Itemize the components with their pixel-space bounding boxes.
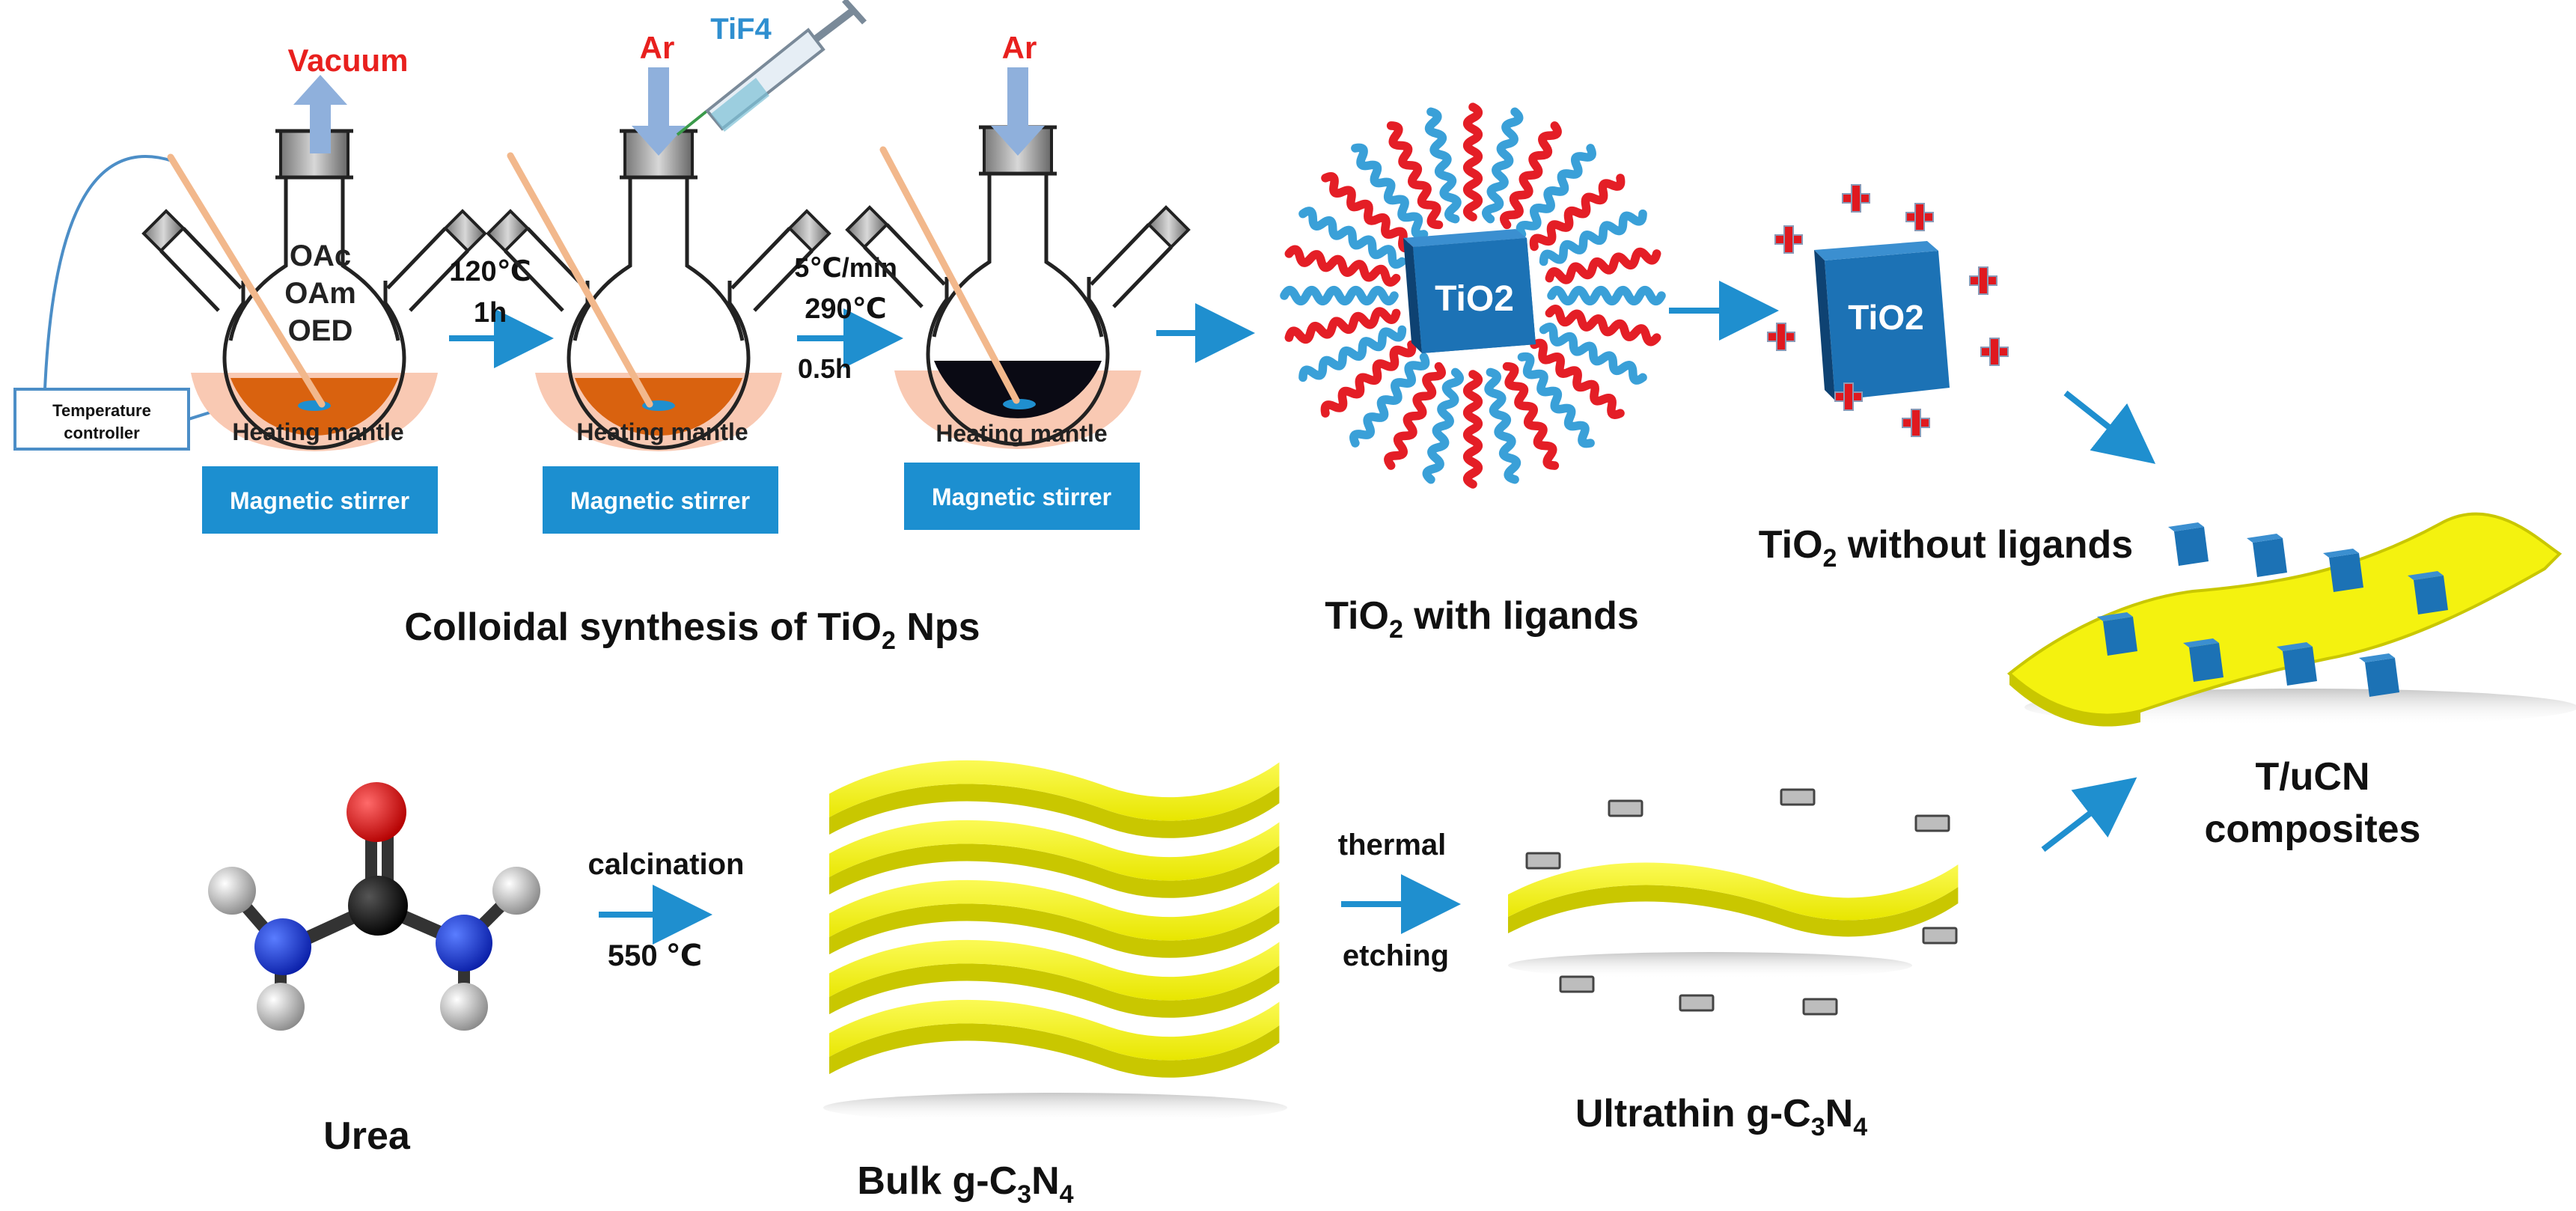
solvent-oed: OED [288, 314, 353, 347]
ar-arrow-1 [632, 67, 686, 156]
syringe [676, 0, 867, 136]
ligand-chain [1468, 107, 1479, 217]
tio2-block [2253, 538, 2287, 577]
step-1-temperature: 120℃ [449, 256, 531, 287]
magnetic-stirrer-1 [202, 466, 438, 534]
ligand-chain [1468, 374, 1479, 484]
tio2-block-top [2323, 549, 2359, 558]
tio2-block-top [2359, 653, 2395, 662]
step-2-time: 0.5h [798, 353, 852, 384]
solvent-oac: OAc [290, 240, 351, 272]
urea-molecule [208, 782, 540, 1031]
ligand-chain [1541, 209, 1645, 266]
composite-label-1: T/uCN [2255, 755, 2369, 799]
gc3n4-layer [829, 760, 1280, 838]
colloidal-synthesis-caption: Colloidal synthesis of TiO2 Nps [404, 606, 980, 655]
fragment [1914, 814, 1950, 832]
flask-2: Magnetic stirrer Heating mantle [488, 131, 829, 534]
etched-fragments [1525, 788, 1958, 1016]
ligand-chain [1551, 290, 1661, 302]
plus-sign-v [1978, 266, 1989, 295]
step-2-rate: 5℃/min [794, 252, 897, 283]
plus-sign-v [1914, 203, 1925, 231]
tio2-block-top [2247, 534, 2283, 543]
fragment [1559, 975, 1595, 993]
composite-sheet [2006, 512, 2576, 727]
bulk-gc3n4-label: Bulk g-C3N4 [857, 1159, 1073, 1209]
magnetic-stirrer-label-3: Magnetic stirrer [932, 484, 1111, 510]
step-1-time: 1h [474, 297, 507, 329]
positive-charges [1767, 184, 2009, 437]
tio2-block [2365, 658, 2399, 697]
fragment [1679, 994, 1715, 1012]
ar-arrow-2 [991, 67, 1045, 156]
tif4-label: TiF4 [710, 13, 772, 46]
urea-label: Urea [323, 1114, 411, 1158]
vacuum-label: Vacuum [287, 43, 408, 78]
fragment [1525, 852, 1561, 870]
composite-tio2-blocks [2097, 522, 2448, 697]
plus-sign-v [1989, 338, 2000, 366]
temperature-controller-label-2: controller [64, 424, 140, 442]
tio2-bare-particle: TiO2 [1814, 241, 1950, 400]
magnetic-stirrer-label-1: Magnetic stirrer [230, 487, 409, 514]
fragment [1922, 927, 1958, 945]
tio2-block-top [2277, 642, 2313, 651]
calcination-label: calcination [588, 848, 745, 881]
tio2-ligand-particle: TiO2 [1403, 229, 1536, 353]
magnetic-stirrer-3 [904, 463, 1140, 530]
plus-sign-v [1851, 184, 1861, 213]
plus-sign-v [1843, 382, 1854, 411]
fragment [1608, 799, 1643, 817]
ultrathin-gc3n4-label: Ultrathin g-C3N4 [1575, 1092, 1867, 1141]
fragment [1802, 998, 1838, 1016]
ligand-chain [1284, 290, 1394, 302]
tio2-label-2: TiO2 [1848, 298, 1923, 337]
magnetic-stirrer-label-2: Magnetic stirrer [570, 487, 750, 514]
heating-mantle-label-1: Heating mantle [232, 418, 403, 445]
tio2-block [2329, 553, 2363, 592]
tio2-without-ligands-caption: TiO2 without ligands [1759, 523, 2133, 573]
tio2-block [2103, 617, 2137, 656]
vacuum-arrow [293, 75, 347, 153]
flask-1: Magnetic stirrer Heating mantle OAc OAm … [144, 131, 485, 534]
tio2-block-top [2408, 571, 2444, 580]
temperature-controller [13, 388, 190, 451]
solvent-oam: OAm [284, 277, 356, 310]
stack-shadow [823, 1093, 1287, 1123]
composite-label-2: composites [2205, 808, 2421, 851]
heating-mantle-label-2: Heating mantle [576, 418, 748, 445]
tio2-label-1: TiO2 [1435, 279, 1514, 319]
ligand-chain [1386, 123, 1444, 228]
tio2-block-top [2097, 612, 2133, 621]
ar-label-2: Ar [1002, 30, 1037, 65]
bulk-gc3n4-stack [823, 760, 1287, 1123]
temperature-controller-label-1: Temperature [52, 401, 151, 420]
ligand-chain [1301, 325, 1405, 382]
arrow-gc3n4-to-composite [2041, 777, 2137, 852]
plus-sign-v [1783, 225, 1794, 254]
tio2-block [2414, 576, 2448, 614]
magnetic-stirrer-2 [543, 466, 778, 534]
tio2-block [2283, 647, 2317, 686]
tio2-block [2174, 527, 2209, 566]
ultrathin-gc3n4-sheet [1508, 862, 1959, 979]
thermal-label: thermal [1338, 829, 1447, 861]
heating-mantle-label-3: Heating mantle [936, 420, 1107, 447]
tio2-block [2189, 643, 2224, 682]
fragment [1780, 788, 1816, 806]
ar-label-1: Ar [640, 30, 675, 65]
ligand-chain [1502, 364, 1560, 468]
flask-3: Magnetic stirrer Heating mantle [847, 127, 1188, 530]
etching-label: etching [1343, 939, 1449, 972]
calcination-temperature: 550 ℃ [608, 939, 702, 972]
tio2-with-ligands-caption: TiO2 with ligands [1325, 594, 1639, 644]
plus-sign-v [1911, 409, 1921, 437]
tio2-block-top [2168, 522, 2204, 531]
tio2-block-top [2183, 638, 2219, 647]
step-2-temperature: 290℃ [805, 293, 886, 325]
arrow-tio2-to-composite [2063, 390, 2156, 464]
plus-sign-v [1776, 323, 1786, 351]
